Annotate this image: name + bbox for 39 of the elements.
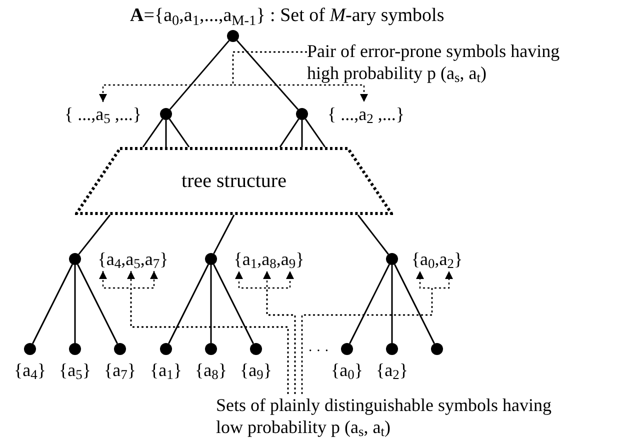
connector-line <box>74 265 76 343</box>
connector-line <box>142 118 164 148</box>
symbol-set: {a$_{1}$} <box>150 359 182 381</box>
set-definition-text: A={a$_{0}$,a$_{1}$,...,a$_{M-1}$} : Set of M-ary symbols <box>130 4 444 28</box>
connector-line <box>357 214 389 255</box>
connector-line <box>301 120 303 147</box>
symbol-set: {a$_{0}$} <box>330 359 364 381</box>
symbol-set: {a$_{0}$,a$_{2}$} <box>411 248 463 270</box>
connector-line <box>304 118 326 148</box>
connector-line <box>168 264 209 344</box>
symbol-set: {a$_{9}$} <box>240 359 272 381</box>
connector-line <box>349 264 390 344</box>
connector-line <box>213 264 254 344</box>
symbol-set: {a$_{2}$} <box>376 359 408 381</box>
connector-line <box>77 264 118 344</box>
connector-line <box>213 214 235 254</box>
symbol-set: {a$_{4}$,a$_{5}$,a$_{7}$} <box>98 248 168 270</box>
callout-text: Pair of error-prone symbols having high probability p (a$_{s}$, a$_{t}$) <box>307 40 561 84</box>
ellipsis: · · · <box>308 344 329 360</box>
symbol-set: { ...,a$_{2}$ ,...} <box>327 103 405 125</box>
connector-line <box>279 118 300 148</box>
connector-line <box>169 40 230 110</box>
symbol-set: {a$_{1}$,a$_{8}$,a$_{9}$} <box>234 248 304 270</box>
connector-line <box>210 265 212 343</box>
connector-line <box>168 118 190 148</box>
symbol-set: {a$_{4}$} <box>14 359 46 381</box>
dotted-arrow <box>232 51 368 102</box>
symbol-set: {a$_{5}$} <box>58 359 92 381</box>
symbol-set: {a$_{7}$} <box>104 359 136 381</box>
symbol-set: { ...,a$_{5}$ ,...} <box>64 103 142 125</box>
region-label: tree structure <box>182 169 286 194</box>
connector-line <box>236 40 299 110</box>
callout-text: Sets of plainly distinguishable symbols having low probability p (a$_{s}$, a$_{t}$) <box>216 394 552 438</box>
connector-line <box>165 120 167 147</box>
connector-line <box>78 214 111 255</box>
connector-line <box>391 265 393 343</box>
symbol-set: {a$_{8}$} <box>194 359 228 381</box>
connector-line <box>394 264 435 344</box>
connector-line <box>32 264 73 344</box>
